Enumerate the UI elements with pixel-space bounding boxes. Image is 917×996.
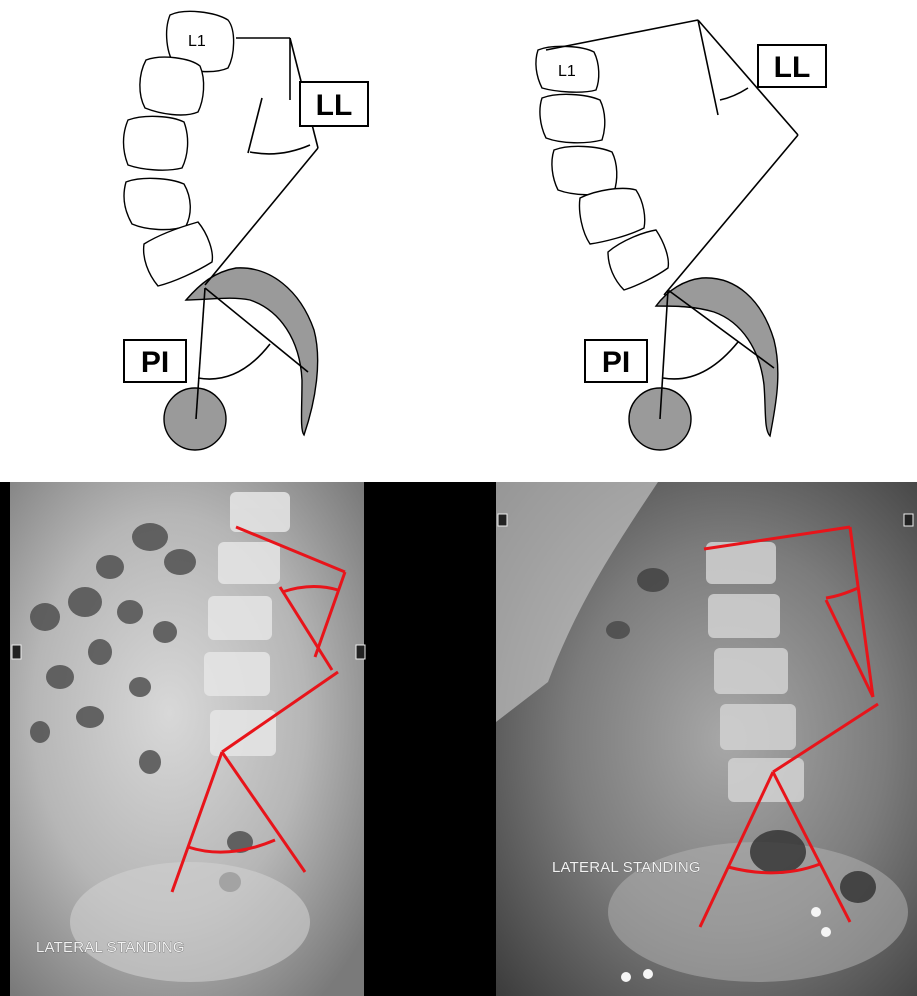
film-border-dark	[364, 482, 458, 996]
vertebra-l3	[124, 116, 188, 170]
film-marker	[498, 514, 507, 526]
bowel-gas	[637, 568, 669, 592]
xray-right: LATERAL STANDING	[458, 482, 917, 996]
xray-caption: LATERAL STANDING	[552, 859, 701, 876]
femoral-head	[164, 388, 226, 450]
film-marker	[12, 645, 21, 659]
vertebra-l4	[124, 178, 190, 229]
l1-label: L1	[558, 63, 576, 80]
film-marker	[356, 645, 365, 659]
diagram-high-lordosis: LL PI L1	[0, 0, 458, 470]
pi-label: PI	[602, 346, 630, 379]
ll-label: LL	[774, 51, 811, 84]
film-marker	[904, 514, 913, 526]
l1-label: L1	[188, 33, 206, 50]
vertebra-l2	[540, 94, 605, 142]
xray-left: LATERAL STANDING	[0, 482, 458, 996]
vertebra-l2	[140, 57, 204, 115]
vertebra-l3	[552, 146, 617, 194]
bowel-gas	[606, 621, 630, 639]
bowel-gas	[840, 871, 876, 903]
ll-angle-lines	[205, 38, 318, 285]
pi-label: PI	[141, 346, 169, 379]
vertebra-l5	[144, 222, 213, 286]
pelvis-shadow	[70, 862, 310, 982]
xray-left-svg: LATERAL STANDING	[0, 482, 458, 996]
diagram-low-lordosis: LL PI L1	[458, 0, 917, 470]
xray-right-svg: LATERAL STANDING	[458, 482, 917, 996]
diagram-low-lordosis-svg: LL PI L1	[458, 0, 917, 470]
vertebra-l5	[608, 230, 668, 290]
xray-caption: LATERAL STANDING	[36, 939, 185, 956]
ll-label: LL	[316, 89, 353, 122]
bowel-gas	[750, 830, 806, 874]
diagram-high-lordosis-svg: LL PI L1	[0, 0, 458, 470]
